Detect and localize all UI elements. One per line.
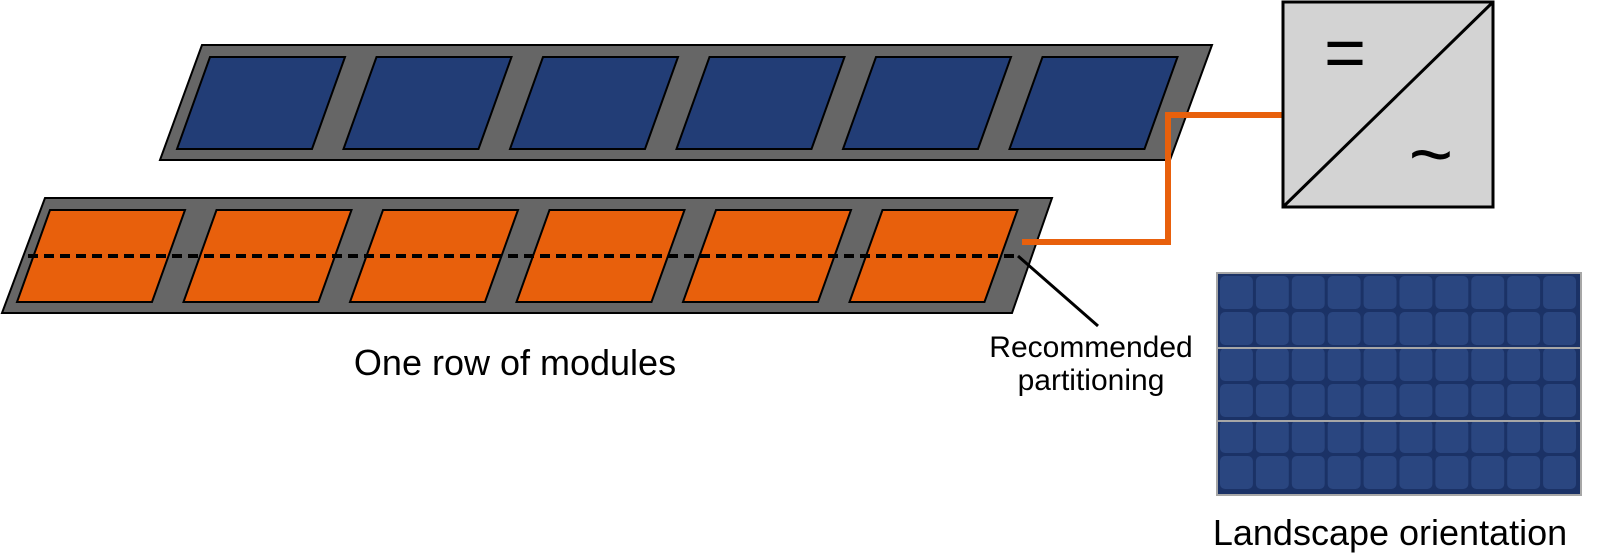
panel-cell xyxy=(1220,420,1253,453)
panel-cell xyxy=(1399,348,1433,381)
panel-cell xyxy=(1435,420,1469,453)
panel-cell xyxy=(1291,276,1325,309)
panel-cell xyxy=(1291,420,1325,453)
module-row-top xyxy=(158,44,1214,161)
panel-cell xyxy=(1507,312,1541,345)
top-row-module-2 xyxy=(342,56,513,150)
panel-cell xyxy=(1327,312,1361,345)
panel-cell xyxy=(1363,276,1397,309)
panel-cell xyxy=(1543,312,1576,345)
panel-cell xyxy=(1255,312,1289,345)
top-row-module-3 xyxy=(508,56,680,150)
panel-cells xyxy=(1220,276,1576,489)
top-row-module-4 xyxy=(675,56,846,150)
partition-label-line1: Recommended xyxy=(989,331,1192,364)
panel-cell xyxy=(1471,312,1505,345)
panel-cell xyxy=(1399,420,1433,453)
top-row-module-1 xyxy=(175,56,347,150)
panel-cell xyxy=(1363,456,1397,489)
panel-cell xyxy=(1543,276,1576,309)
panel-cell xyxy=(1435,312,1469,345)
inverter-icon: = ~ xyxy=(1281,0,1495,209)
panel-cell xyxy=(1327,348,1361,381)
panel-cell xyxy=(1435,384,1469,417)
panel-cell xyxy=(1471,456,1505,489)
panel-cell xyxy=(1220,348,1253,381)
panel-cell xyxy=(1291,384,1325,417)
panel-cell xyxy=(1399,456,1433,489)
panel-cell xyxy=(1255,420,1289,453)
panel-cell xyxy=(1399,384,1433,417)
panel-cell xyxy=(1291,348,1325,381)
bottom-row-module-4 xyxy=(515,209,686,303)
row-caption: One row of modules xyxy=(354,342,676,383)
panel-cell xyxy=(1255,456,1289,489)
panel-cell xyxy=(1291,456,1325,489)
panel-cell xyxy=(1327,384,1361,417)
top-row-module-5 xyxy=(841,56,1013,150)
dc-cable xyxy=(1022,112,1283,245)
top-row-module-6 xyxy=(1008,56,1179,150)
partition-label-line2: partitioning xyxy=(1018,364,1165,397)
panel-cell xyxy=(1507,384,1541,417)
panel-cell xyxy=(1471,384,1505,417)
panel-cell xyxy=(1507,276,1541,309)
panel-caption: Landscape orientation xyxy=(1213,512,1567,553)
panel-cell xyxy=(1363,420,1397,453)
panel-cell xyxy=(1220,276,1253,309)
panel-cell xyxy=(1327,420,1361,453)
dc-symbol: = xyxy=(1324,13,1366,93)
ac-symbol: ~ xyxy=(1409,112,1453,197)
bottom-row-module-2 xyxy=(182,209,353,303)
solar-panel-icon xyxy=(1216,272,1582,496)
panel-cell xyxy=(1220,384,1253,417)
panel-cell xyxy=(1507,420,1541,453)
panel-cell xyxy=(1363,348,1397,381)
panel-cell xyxy=(1543,456,1576,489)
panel-cell xyxy=(1363,384,1397,417)
panel-cell xyxy=(1255,384,1289,417)
panel-cell xyxy=(1220,456,1253,489)
panel-cell xyxy=(1399,312,1433,345)
panel-cell xyxy=(1435,276,1469,309)
panel-cell xyxy=(1327,456,1361,489)
panel-cell xyxy=(1255,276,1289,309)
panel-cell xyxy=(1507,348,1541,381)
panel-cell xyxy=(1471,348,1505,381)
panel-cell xyxy=(1363,312,1397,345)
panel-cell xyxy=(1327,276,1361,309)
modules-top xyxy=(175,56,1179,150)
module-row-bottom xyxy=(0,197,1054,314)
panel-cell xyxy=(1543,420,1576,453)
panel-cell xyxy=(1435,456,1469,489)
panel-cell xyxy=(1543,348,1576,381)
panel-cell xyxy=(1255,348,1289,381)
partition-leader-line xyxy=(1017,254,1099,328)
panel-cell xyxy=(1507,456,1541,489)
panel-cell xyxy=(1220,312,1253,345)
panel-cell xyxy=(1435,348,1469,381)
panel-cell xyxy=(1471,276,1505,309)
panel-cell xyxy=(1399,276,1433,309)
panel-cell xyxy=(1291,312,1325,345)
panel-cell xyxy=(1471,420,1505,453)
panel-cell xyxy=(1543,384,1576,417)
